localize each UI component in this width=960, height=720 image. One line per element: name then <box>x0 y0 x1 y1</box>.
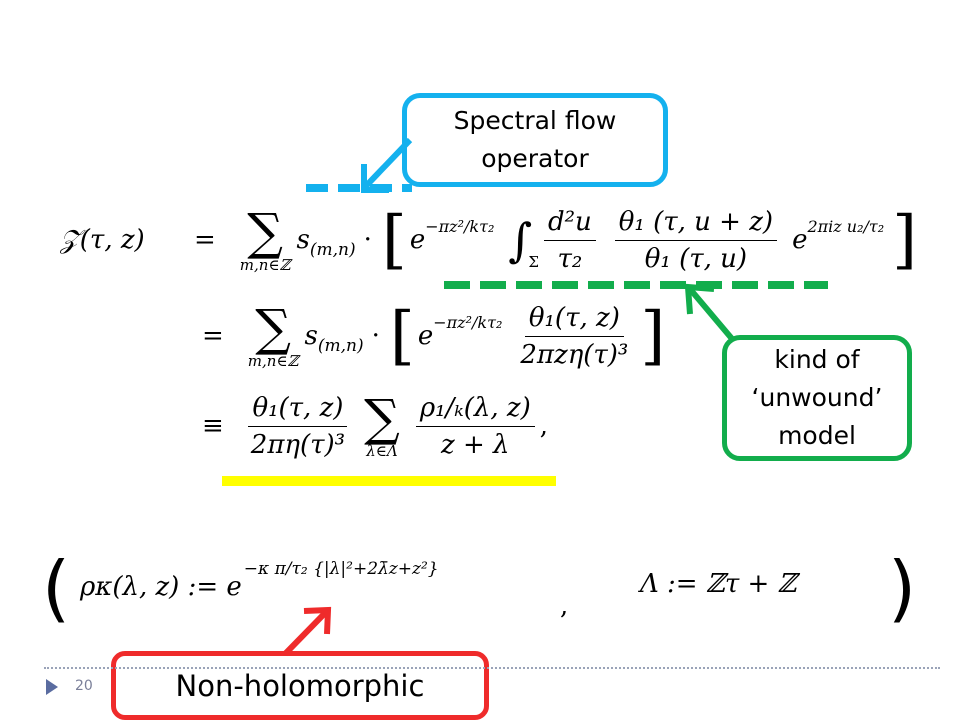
sum-mn: ∑ m,n∈ℤ <box>239 203 291 274</box>
spectral-flow-callout: Spectral flow operator <box>402 93 668 187</box>
blue-arrow-shaft <box>363 137 413 189</box>
spectral-flow-operator: s(m,n) <box>304 321 364 356</box>
equation-line-1: 𝒵(τ, z) = ∑ m,n∈ℤ s(m,n) · [ e−πz²/kτ₂ ∫… <box>60 203 918 277</box>
red-arrow-head <box>303 606 332 635</box>
callout-line: operator <box>481 144 589 173</box>
callout-line: Spectral flow <box>453 106 617 135</box>
sum-limits: m,n∈ℤ <box>239 256 291 274</box>
sum-limits: λ∈Λ <box>366 442 398 460</box>
unwound-model-callout: kind of ‘unwound’ model <box>722 335 912 461</box>
sum-lambda: ∑ λ∈Λ <box>364 389 400 460</box>
sum-mn: ∑ m,n∈ℤ <box>247 299 299 370</box>
definition-separator-comma: , <box>560 591 569 621</box>
theta-ratio-fraction: θ₁ (τ, u + z) θ₁ (τ, u) <box>614 207 778 274</box>
equation-line-2: = ∑ m,n∈ℤ s(m,n) · [ e−πz²/kτ₂ θ₁(τ, z) … <box>202 299 666 373</box>
equation-line-3: ≡ θ₁(τ, z) 2πη(τ)³ ∑ λ∈Λ ρ₁/ₖ(λ, z) z + … <box>202 389 549 460</box>
callout-line: Non-holomorphic <box>175 668 425 703</box>
right-parenthesis: ) <box>888 546 917 630</box>
rho-definition: ρκ(λ, z) := e −κ π/τ₂ {|λ|²+2λ̄z+z²} <box>80 552 439 622</box>
lattice-definition: Λ := ℤτ + ℤ <box>640 569 797 599</box>
callout-line: model <box>778 421 856 450</box>
yellow-highlight <box>222 476 556 486</box>
footer-divider <box>44 667 940 671</box>
rho-definition-exponent: −κ π/τ₂ {|λ|²+2λ̄z+z²} <box>243 559 439 579</box>
sum-limits: m,n∈ℤ <box>247 352 299 370</box>
equals-sign: = <box>202 321 224 351</box>
bullet-marker-icon <box>46 679 58 695</box>
red-arrow-shaft <box>282 608 330 657</box>
page-number: 20 <box>75 678 93 694</box>
partition-function-lhs: 𝒵(τ, z) <box>60 224 145 255</box>
equals-sign: = <box>194 225 216 255</box>
blue-arrow-head <box>361 164 389 193</box>
exponential-prefactor: e−πz²/kτ₂ <box>409 217 495 255</box>
green-arrow-shaft <box>687 287 736 342</box>
theta-over-eta-fraction: θ₁(τ, z) 2πzη(τ)³ <box>520 302 629 370</box>
left-parenthesis: ( <box>42 546 71 630</box>
equivalence-sign: ≡ <box>202 411 224 441</box>
measure-fraction: d²u τ₂ <box>543 207 596 274</box>
exponential-prefactor: e−πz²/kτ₂ <box>417 313 503 351</box>
non-holomorphic-callout: Non-holomorphic <box>111 651 489 720</box>
integral-sign: ∫Σ <box>508 213 539 271</box>
callout-line: ‘unwound’ <box>751 383 883 412</box>
rho-definition-base: ρκ(λ, z) := e <box>80 572 242 602</box>
green-arrow-head <box>684 283 715 315</box>
spectral-flow-operator: s(m,n) <box>296 225 356 260</box>
theta-over-eta-fraction: θ₁(τ, z) 2πη(τ)³ <box>247 393 349 460</box>
rho-over-shift-fraction: ρ₁/ₖ(λ, z) z + λ <box>415 393 535 460</box>
callout-line: kind of <box>774 345 860 374</box>
phase-factor: e2πiz u₂/τ₂ <box>792 217 885 255</box>
